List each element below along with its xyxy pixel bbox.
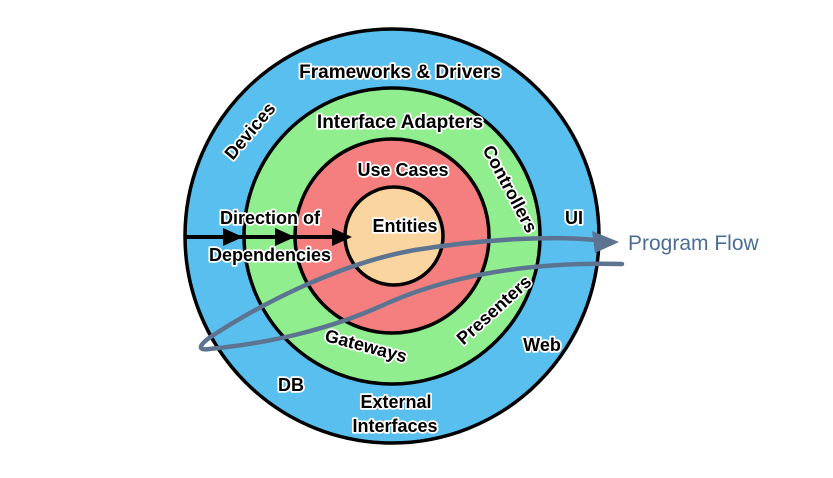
frameworks-drivers-label: Frameworks & Drivers (299, 62, 501, 83)
dependency-arrowhead-icon (332, 228, 352, 246)
ui-label: UI (565, 208, 583, 228)
external-interfaces-label-line2: Interfaces (352, 416, 437, 436)
interface-adapters-label: Interface Adapters (317, 112, 483, 133)
program-flow-label: Program Flow (628, 232, 760, 255)
program-flow-curve (198, 235, 625, 352)
direction-of-dependencies-label-line1: Direction of (220, 208, 321, 228)
entities-circle (343, 185, 445, 287)
program-flow-arrowhead-icon (592, 231, 619, 253)
direction-of-dependencies-label-line2: Dependencies (209, 245, 331, 265)
dependency-arrowhead-icon (223, 228, 243, 246)
dependency-arrowhead-icon (275, 228, 295, 246)
web-label: Web (523, 335, 561, 355)
entities-label: Entities (372, 216, 437, 236)
use-cases-label: Use Cases (357, 160, 448, 180)
external-interfaces-label-line1: External (360, 392, 431, 412)
db-label: DB (278, 375, 304, 395)
